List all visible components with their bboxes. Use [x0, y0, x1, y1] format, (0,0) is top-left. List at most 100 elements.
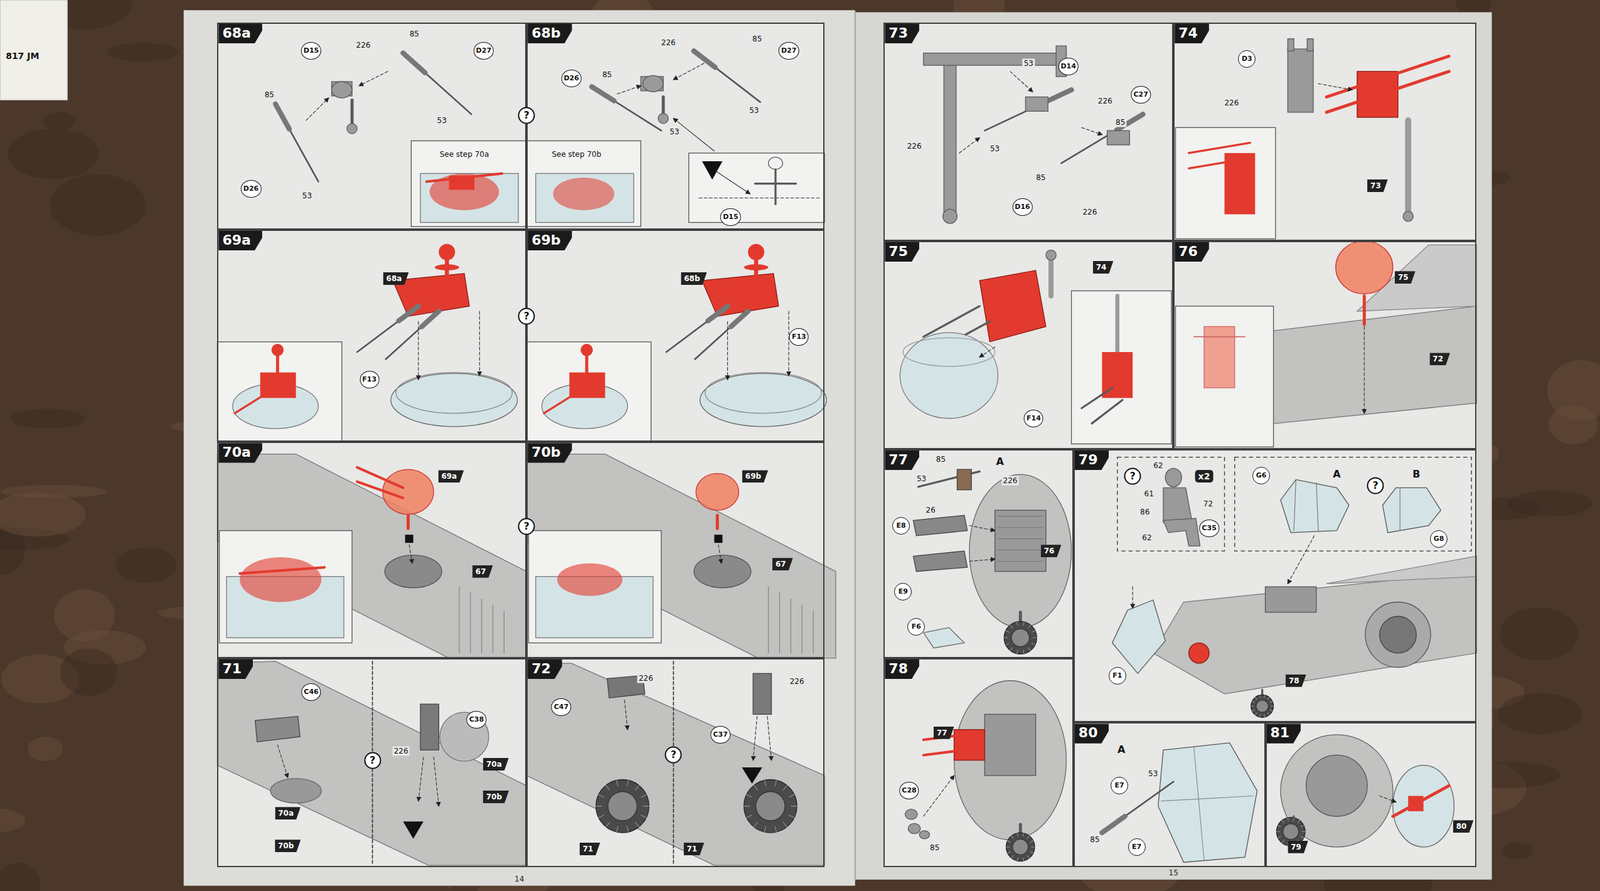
part-callout: C35: [1199, 519, 1219, 538]
step-number: 81: [1266, 723, 1302, 743]
part-ellipse: [1379, 616, 1417, 654]
part-ellipse: [902, 337, 995, 367]
leader-line: [635, 822, 640, 827]
part-callout: D3: [1237, 50, 1256, 68]
part-ellipse: [919, 830, 930, 839]
part-ellipse: [580, 343, 593, 357]
leader-line: [666, 306, 728, 352]
leader-line: [923, 749, 965, 755]
leader-line: [1032, 630, 1036, 632]
step-reference: 68b: [680, 272, 707, 285]
leader-line: [350, 99, 354, 125]
part-rect: [752, 673, 772, 715]
part-number: 85: [934, 454, 947, 464]
part-rect: [217, 658, 527, 868]
leader-line: [357, 306, 419, 352]
part-rect: [1287, 48, 1314, 113]
part-callout: D15: [301, 42, 322, 60]
leader-line: [718, 544, 722, 563]
leader-line: [767, 716, 772, 761]
part-rect: [995, 510, 1046, 572]
part-number: 61: [1143, 489, 1156, 499]
part-shape: [913, 550, 968, 572]
leader-line: [421, 311, 439, 327]
leader-line: [744, 805, 750, 807]
leader-line: [1027, 855, 1030, 859]
leader-line: [426, 173, 502, 182]
table-blotch: [0, 485, 108, 499]
leader-line: [624, 700, 628, 730]
part-ellipse: [756, 791, 786, 822]
leader-line: [1300, 836, 1304, 838]
leader-line: [768, 586, 769, 654]
part-ellipse: [1365, 602, 1431, 668]
part-number: 817 JM: [4, 50, 41, 61]
part-shape: [1163, 487, 1193, 523]
part-rect: [1265, 586, 1317, 613]
table-blotch: [27, 736, 63, 762]
step-panel: 69a: [217, 229, 527, 442]
part-number: 226: [906, 141, 923, 151]
part-ellipse: [239, 557, 322, 603]
leader-line: [1022, 857, 1024, 861]
leader-line: [591, 86, 614, 101]
part-rect: [1175, 306, 1274, 447]
leader-line: [1194, 336, 1245, 338]
step-panel: 68b: [526, 22, 825, 230]
page-number: 14: [183, 874, 856, 884]
leader-line: [643, 805, 649, 807]
leader-line: [997, 538, 1043, 539]
leader-line: [1023, 650, 1024, 654]
part-number: 226: [1002, 475, 1019, 486]
leader-line: [1028, 624, 1031, 628]
leader-line: [406, 515, 410, 529]
quantity-badge: x2: [1195, 469, 1214, 483]
table-blotch: [0, 492, 86, 537]
leader-line: [1017, 833, 1018, 837]
step-number: 72: [527, 659, 563, 679]
leader-line: [1007, 852, 1011, 854]
part-rect: [526, 341, 651, 442]
option-marker: ?: [363, 751, 381, 769]
part-callout: D27: [473, 42, 494, 60]
leader-line: [1005, 630, 1009, 632]
leader-line: [997, 515, 1043, 517]
step-number: 69a: [218, 230, 262, 251]
instruction-page: 1468a68b69a69b70a70b7172: [183, 10, 856, 886]
leader-line: [716, 171, 751, 194]
leader-line: [764, 826, 766, 832]
part-rect: [1073, 722, 1266, 868]
part-rect: [420, 173, 519, 223]
part-ellipse: [434, 264, 460, 271]
leader-line: [1255, 697, 1257, 699]
part-rect: [217, 441, 527, 659]
table-blotch: [49, 174, 146, 236]
leader-line: [661, 96, 666, 115]
part-rect: [1117, 457, 1225, 552]
part-ellipse: [1276, 817, 1306, 847]
leader-line: [969, 559, 996, 561]
table-blotch: [0, 862, 41, 891]
leader-line: [417, 321, 419, 380]
leader-line: [1005, 643, 1009, 645]
leader-line: [1269, 701, 1273, 703]
leader-line: [1259, 714, 1261, 718]
part-shape: [1326, 555, 1477, 584]
part-number: 53: [668, 126, 681, 137]
part-rect: [1175, 127, 1275, 239]
leader-line: [1116, 114, 1144, 130]
part-callout: C27: [1130, 85, 1151, 104]
step-reference: 70a: [274, 806, 301, 820]
step-reference: 71: [683, 842, 705, 856]
leader-line: [783, 785, 787, 790]
part-number: 85: [601, 69, 614, 80]
leader-line: [752, 716, 758, 761]
leader-line: [275, 104, 319, 182]
table-blotch: [1498, 692, 1582, 735]
step-reference: 67: [772, 557, 794, 571]
leader-line: [746, 815, 752, 818]
part-ellipse: [1402, 211, 1414, 222]
leader-line: [277, 744, 288, 778]
leader-line: [1027, 835, 1030, 839]
